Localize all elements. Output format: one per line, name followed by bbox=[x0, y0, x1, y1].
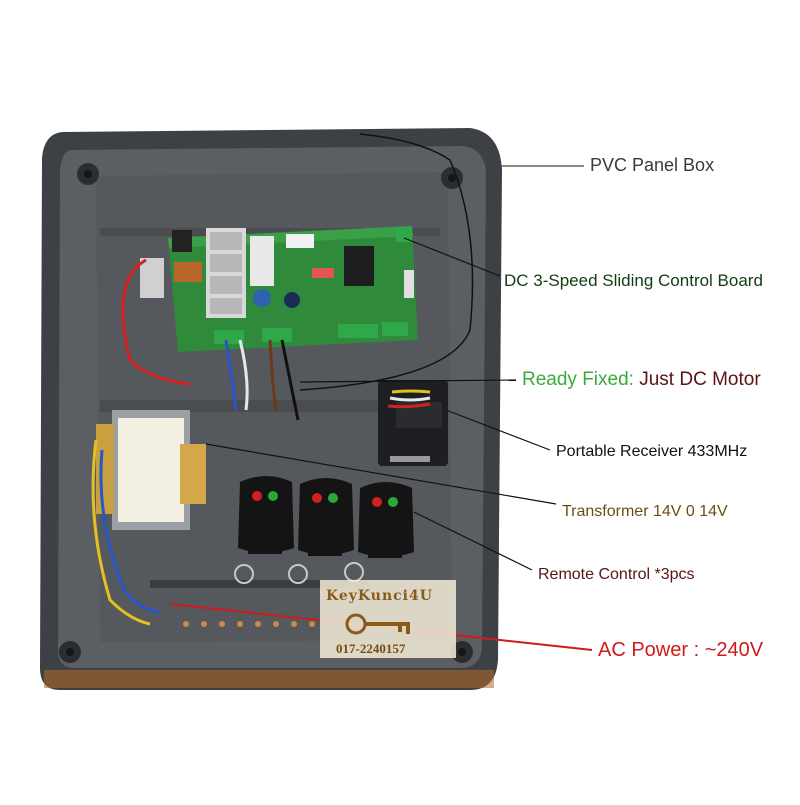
relay-bank bbox=[206, 228, 246, 318]
watermark-name: KeyKunci4U bbox=[326, 588, 433, 604]
label-ready-suffix: Just DC Motor bbox=[639, 369, 761, 390]
remote-3 bbox=[344, 482, 414, 582]
watermark-phone: 017-2240157 bbox=[336, 641, 406, 656]
label-receiver: Portable Receiver 433MHz bbox=[556, 443, 748, 460]
label-ac-power: AC Power : ~240V bbox=[598, 639, 764, 661]
terminal-blocks bbox=[214, 322, 408, 344]
coil bbox=[174, 262, 202, 282]
receiver-module bbox=[378, 380, 448, 466]
label-ready-prefix: Ready Fixed: bbox=[522, 369, 634, 390]
transformer bbox=[96, 410, 206, 530]
label-sticker bbox=[250, 236, 274, 286]
label-remote: Remote Control *3pcs bbox=[538, 566, 695, 583]
wiring bbox=[91, 133, 474, 626]
label-ready-fixed: Ready Fixed: Just DC Motor bbox=[522, 370, 761, 389]
bridge-rectifier bbox=[140, 258, 164, 298]
label-control-board: DC 3-Speed Sliding Control Board bbox=[504, 271, 763, 290]
remote-2 bbox=[288, 478, 354, 584]
label-pvc-box: PVC Panel Box bbox=[590, 155, 715, 175]
microcontroller-chip bbox=[344, 246, 374, 286]
label-sticker bbox=[286, 234, 314, 248]
remote-1 bbox=[234, 476, 294, 584]
label-transformer: Transformer 14V 0 14V bbox=[562, 503, 728, 520]
control-board bbox=[140, 226, 418, 352]
watermark-logo bbox=[320, 580, 456, 658]
dip-switch bbox=[312, 268, 334, 278]
